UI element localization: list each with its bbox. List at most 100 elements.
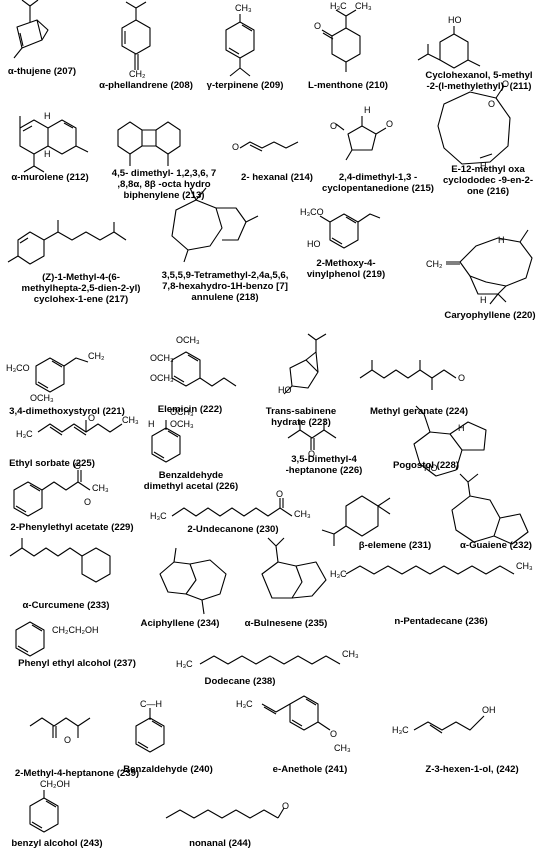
atom-ho: HO: [448, 15, 462, 25]
label-207: α-thujene (207): [7, 66, 77, 77]
atom-o: O: [232, 142, 240, 152]
structure-228: [413, 405, 487, 477]
structure-236: [345, 565, 515, 575]
label-220: Caryophyllene (220): [444, 310, 536, 321]
atom-o: O: [74, 461, 82, 471]
atom-ch2ch2oh: CH₂CH₂OH: [52, 625, 99, 635]
atom-o: O: [458, 373, 466, 383]
structure-222: [171, 351, 237, 387]
structure-223: [283, 333, 327, 395]
label-214: 2- hexanal (214): [241, 172, 313, 183]
atom-o: O: [84, 497, 92, 507]
atom-h: H: [44, 111, 51, 121]
atom-o: O: [488, 99, 496, 109]
atom-ch2oh: CH₂OH: [40, 779, 70, 789]
structure-233: [9, 538, 111, 583]
atom-o: O: [330, 121, 338, 131]
structure-208: [121, 1, 151, 70]
atom-o: O: [330, 729, 338, 739]
label-217: (Z)-1-Methyl-4-(6- methylhepta-2,5-dien-…: [21, 272, 141, 305]
atom-h3c: H₃C: [150, 511, 167, 521]
structure-243: [29, 790, 59, 833]
structure-224: [359, 360, 457, 390]
atom-h2c: CH₂: [426, 259, 443, 269]
label-213: 4,5- dimethyl- 1,2,3,6, 7 ,8,8α, 8β -oct…: [111, 168, 217, 201]
label-236: n-Pentadecane (236): [394, 616, 488, 627]
label-212: α-murolene (212): [11, 172, 89, 183]
atom-ch3: CH₃: [342, 649, 359, 659]
atom-h3c: H₃C: [176, 659, 193, 669]
label-211: Cyclohexanol, 5-methyl -2-(l-methylethyl…: [425, 70, 533, 92]
atom-hc: H: [148, 419, 155, 429]
atom-ch3: CH₃: [334, 743, 351, 753]
atom-och3: OCH₃: [150, 373, 174, 383]
atom-oh: OH: [482, 705, 496, 715]
atom-o: O: [502, 79, 510, 89]
atom-o: O: [88, 413, 96, 423]
structure-238: [199, 655, 341, 665]
structure-231: [321, 495, 391, 546]
label-231: β-elemene (231): [358, 540, 432, 551]
label-215: 2,4-dimethyl-1,3 - cyclopentanedione (21…: [322, 172, 434, 194]
atom-ch3: CH₃: [516, 561, 533, 571]
label-222: Elemicin (222): [157, 404, 223, 415]
label-208: α-phellandrene (208): [99, 80, 193, 91]
structure-230: [171, 498, 293, 517]
label-237: Phenyl ethyl alcohol (237): [18, 658, 136, 669]
atom-h3c: H₃C: [330, 569, 347, 579]
atom-ch3: CH₃: [122, 415, 139, 425]
label-244: nonanal (244): [189, 838, 251, 849]
structure-210: [321, 9, 361, 72]
label-235: α-Bulnesene (235): [244, 618, 328, 629]
atom-ch3: CH₃: [235, 3, 252, 13]
structure-211: [417, 26, 481, 69]
label-229: 2-Phenylethyl acetate (229): [10, 522, 134, 533]
atom-h3c: H₃C: [330, 1, 347, 11]
label-238: Dodecane (238): [204, 676, 276, 687]
atom-h: H: [498, 235, 505, 245]
label-224: Methyl geranate (224): [369, 406, 469, 417]
structure-244: [165, 807, 285, 819]
atom-o: O: [276, 489, 284, 499]
label-226a: Benzaldehyde dimethyl acetal (226): [143, 470, 239, 492]
structure-232: [451, 473, 529, 545]
structure-216: [437, 85, 511, 165]
structure-242: [413, 715, 485, 734]
atom-h3c: H₃C: [392, 725, 409, 735]
structure-234: [159, 547, 227, 615]
structure-207: [13, 0, 49, 59]
structure-221: [35, 357, 89, 393]
atom-o: O: [314, 21, 322, 31]
structure-239: [29, 717, 91, 738]
atom-ch3: CH₃: [294, 509, 311, 519]
structure-237: [15, 621, 45, 657]
atom-h: H: [480, 295, 487, 305]
atom-ho: HO: [307, 239, 321, 249]
structure-215: [335, 116, 387, 161]
atom-ch2: CH₂: [129, 69, 146, 79]
atom-och3: OCH₃: [170, 419, 194, 429]
label-243: benzyl alcohol (243): [11, 838, 103, 849]
label-221: 3,4-dimethoxystyrol (221): [9, 406, 125, 417]
atom-h3c: H₃C: [16, 429, 33, 439]
atom-h: H: [458, 423, 465, 433]
structure-217: [7, 220, 127, 265]
label-230: 2-Undecanone (230): [187, 524, 279, 535]
atom-o: O: [64, 735, 72, 745]
atom-ch3: CH₃: [92, 483, 109, 493]
atom-ho: HO: [278, 385, 292, 395]
atom-ch: C—H: [140, 699, 162, 709]
structure-229: [13, 470, 91, 517]
label-209: γ-terpinene (209): [206, 80, 284, 91]
structure-209: [225, 14, 255, 77]
atom-och3: OCH₃: [176, 335, 200, 345]
label-240: Benzaldehyde (240): [123, 764, 213, 775]
structure-226b: [287, 420, 337, 450]
atom-o: O: [386, 119, 394, 129]
atom-o: O: [282, 801, 290, 811]
atom-h3c: H₃C: [236, 699, 253, 709]
atom-ho: HO: [424, 463, 438, 473]
label-241: e-Anethole (241): [272, 764, 348, 775]
atom-ch2: CH₂: [88, 351, 105, 361]
